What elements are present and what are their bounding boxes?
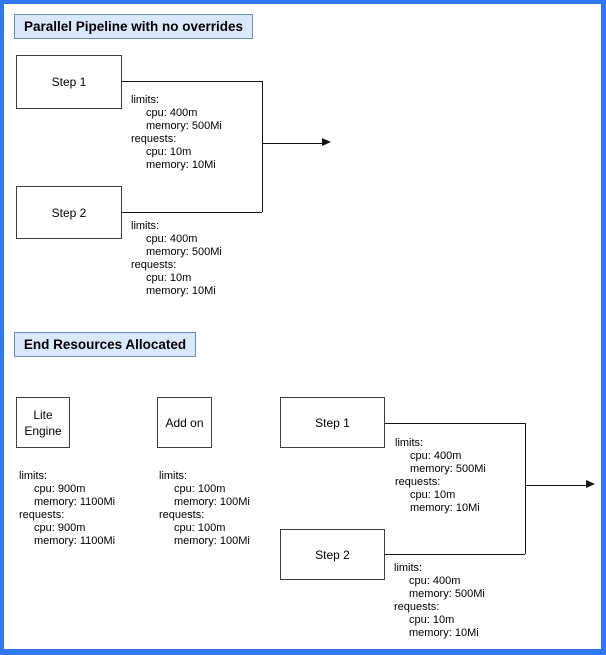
limit-memory: memory: 500Mi [146, 119, 222, 132]
resources-end-step2: limits: cpu: 400m memory: 500Mi requests… [394, 562, 485, 639]
flow-arrow-shaft [262, 143, 322, 144]
node-end-step2: Step 2 [280, 529, 385, 580]
requests-label: requests: [131, 132, 177, 145]
limit-cpu: cpu: 100m [174, 482, 226, 495]
section-title-parallel-pipeline: Parallel Pipeline with no overrides [14, 14, 253, 39]
node-pipeline-step1-label: Step 1 [51, 75, 87, 89]
limit-cpu: cpu: 400m [409, 574, 461, 587]
connector-end-step2-branch [385, 554, 525, 555]
request-cpu: cpu: 10m [410, 488, 456, 501]
arrow-head-icon [586, 480, 595, 488]
request-cpu: cpu: 900m [34, 521, 86, 534]
node-end-step1-label: Step 1 [315, 415, 350, 430]
requests-label: requests: [159, 508, 205, 521]
node-end-step1: Step 1 [280, 397, 385, 448]
resources-pipeline-step2: limits: cpu: 400m memory: 500Mi requests… [131, 220, 222, 297]
limit-memory: memory: 500Mi [146, 245, 222, 258]
node-lite-engine: Lite Engine [16, 397, 70, 448]
request-memory: memory: 1100Mi [34, 534, 116, 547]
limits-label: limits: [395, 437, 424, 449]
limits-label: limits: [131, 220, 160, 232]
requests-label: requests: [131, 258, 177, 271]
request-memory: memory: 100Mi [174, 534, 250, 547]
connector-step1-branch [122, 81, 262, 82]
node-lite-engine-label-line1: Lite [33, 407, 53, 422]
limit-cpu: cpu: 400m [410, 449, 462, 462]
connector-end-step1-branch [385, 423, 525, 424]
limits-label: limits: [19, 470, 48, 482]
resources-end-step1: limits: cpu: 400m memory: 500Mi requests… [395, 437, 486, 514]
resources-lite-engine: limits: cpu: 900m memory: 1100Mi request… [19, 470, 115, 547]
end-flow-arrow-shaft [525, 485, 586, 486]
requests-label: requests: [19, 508, 65, 521]
request-memory: memory: 10Mi [146, 284, 216, 297]
request-memory: memory: 10Mi [410, 501, 480, 514]
request-cpu: cpu: 10m [409, 613, 455, 626]
limit-cpu: cpu: 900m [34, 482, 86, 495]
request-cpu: cpu: 10m [146, 271, 192, 284]
limit-memory: memory: 500Mi [410, 462, 486, 475]
node-pipeline-step1: Step 1 [16, 55, 122, 109]
limit-memory: memory: 500Mi [409, 587, 485, 600]
request-cpu: cpu: 10m [146, 145, 192, 158]
request-memory: memory: 10Mi [409, 626, 479, 639]
limit-cpu: cpu: 400m [146, 106, 198, 119]
arrow-head-icon [322, 138, 331, 146]
limit-memory: memory: 1100Mi [34, 495, 116, 508]
limits-label: limits: [394, 562, 423, 574]
request-memory: memory: 10Mi [146, 158, 216, 171]
node-add-on: Add on [157, 397, 212, 448]
connector-end-merge-bar [525, 423, 526, 554]
connector-merge-bar [262, 81, 263, 212]
limit-memory: memory: 100Mi [174, 495, 250, 508]
node-add-on-label: Add on [165, 415, 204, 430]
limits-label: limits: [159, 470, 188, 482]
resources-pipeline-step1: limits: cpu: 400m memory: 500Mi requests… [131, 94, 222, 171]
node-pipeline-step2: Step 2 [16, 186, 122, 239]
limit-cpu: cpu: 400m [146, 232, 198, 245]
request-cpu: cpu: 100m [174, 521, 226, 534]
connector-step2-branch [122, 212, 262, 213]
node-lite-engine-label-line2: Engine [24, 423, 62, 438]
section-title-end-resources: End Resources Allocated [14, 332, 196, 357]
limits-label: limits: [131, 94, 160, 106]
node-pipeline-step2-label: Step 2 [51, 205, 87, 220]
resources-add-on: limits: cpu: 100m memory: 100Mi requests… [159, 470, 250, 547]
requests-label: requests: [395, 475, 441, 488]
requests-label: requests: [394, 600, 440, 613]
node-end-step2-label: Step 2 [315, 547, 350, 562]
